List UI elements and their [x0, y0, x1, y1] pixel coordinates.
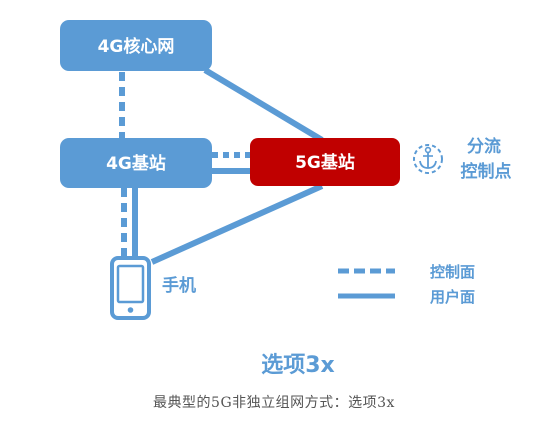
- phone-icon: [110, 256, 151, 320]
- legend-control-plane-label: 控制面: [430, 263, 475, 281]
- option-title: 选项3x: [261, 353, 335, 378]
- phone-label: 手机: [162, 275, 196, 296]
- node-4g-core-label: 4G核心网: [98, 36, 175, 57]
- line-gnb-phone-user: [150, 183, 324, 265]
- figure-caption: 最典型的5G非独立组网方式：选项3x: [153, 395, 395, 411]
- legend: 控制面 用户面: [338, 263, 475, 306]
- connections: [119, 67, 324, 265]
- node-5g-gnb-label: 5G基站: [295, 152, 355, 173]
- node-5g-gnb: 5G基站: [250, 138, 400, 186]
- line-core-gnb-user: [203, 67, 324, 143]
- node-4g-core: 4G核心网: [60, 20, 212, 71]
- legend-user-plane-label: 用户面: [430, 288, 475, 306]
- node-4g-enb: 4G基站: [60, 138, 212, 188]
- split-point-label-line2: 控制点: [461, 161, 512, 182]
- split-point-anchor-icon: [413, 144, 443, 174]
- node-4g-enb-label: 4G基站: [106, 153, 166, 174]
- split-point-label-line1: 分流: [467, 136, 501, 157]
